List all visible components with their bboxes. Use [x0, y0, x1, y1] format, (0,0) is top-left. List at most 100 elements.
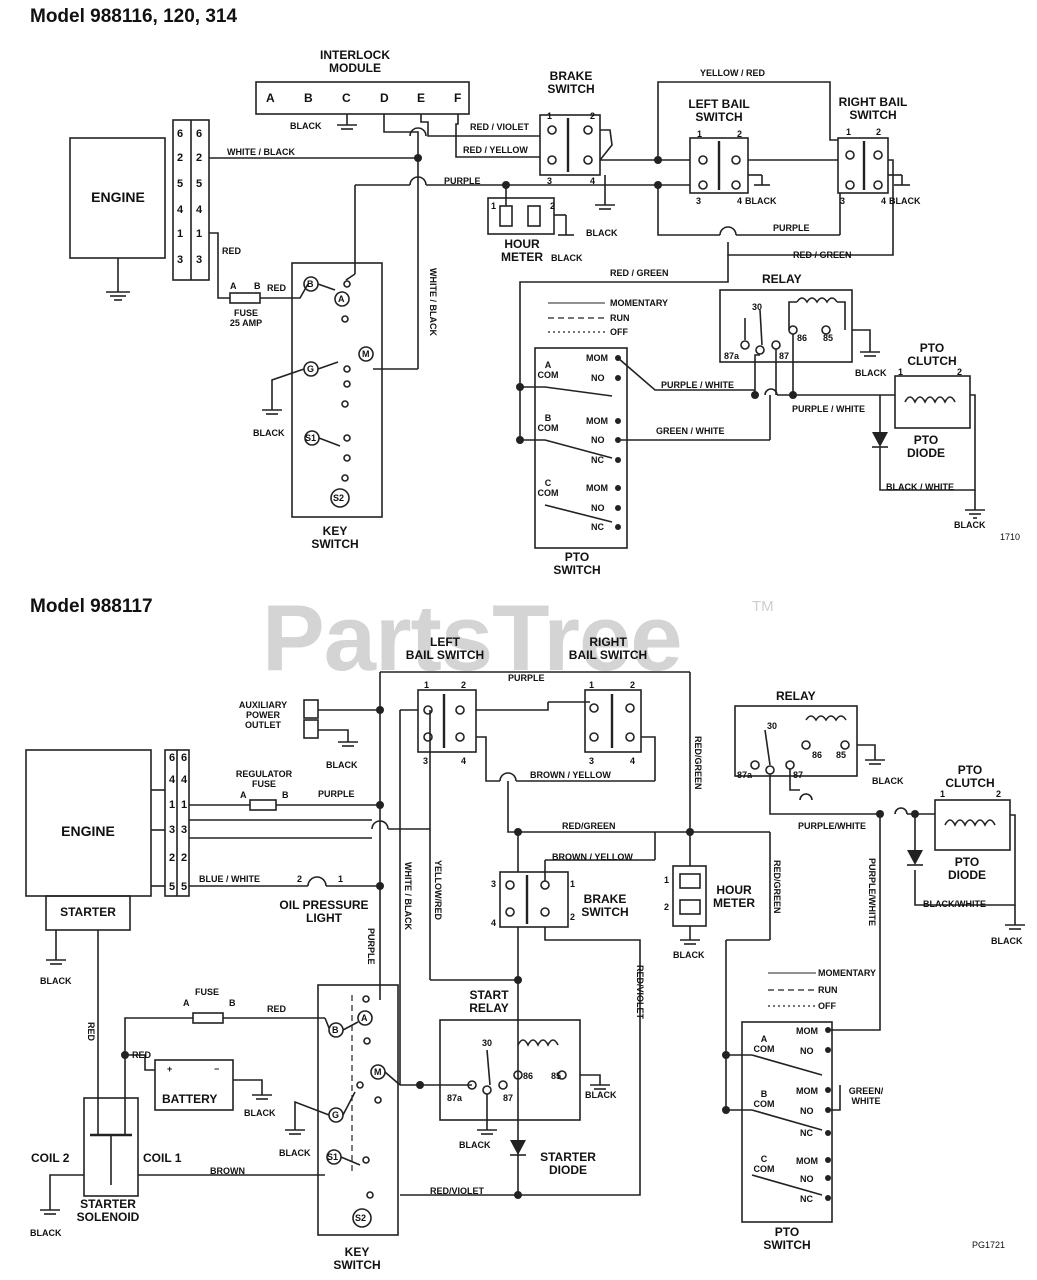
start-relay-label: START RELAY [469, 988, 509, 1015]
interlock-pin-b: B [304, 91, 313, 105]
bottom-conn-pin: 2 [169, 852, 176, 864]
pto-row-c: C COM [753, 1154, 775, 1174]
pin-num: 1 [547, 111, 553, 121]
bottom-conn-pin: 6 [169, 752, 176, 764]
wire-label: RED [222, 246, 242, 256]
relay-pin: 30 [752, 302, 763, 312]
wire-label: BLACK [253, 428, 285, 438]
pin-num: 3 [423, 756, 429, 766]
relay-pin: 86 [812, 750, 823, 760]
pto-no: NO [800, 1174, 814, 1184]
key-term-g: G [307, 364, 315, 374]
pin-num: 2 [737, 129, 743, 139]
interlock-pin-e: E [417, 91, 426, 105]
bottom-brake-switch-label: BRAKE SWITCH [581, 892, 629, 919]
key-term-g: G [332, 1110, 340, 1120]
pin-num: 2 [550, 201, 556, 211]
pin-num: 1 [898, 367, 904, 377]
pin-num: 4 [491, 918, 497, 928]
key-term-s1: S1 [305, 433, 317, 443]
wire-label: PURPLE / WHITE [792, 404, 866, 414]
wire-label: BLACK [551, 253, 583, 263]
wire-label: BROWN [210, 1166, 245, 1176]
bottom-start-relay [439, 1019, 581, 1121]
pin-num: 1 [570, 879, 576, 889]
wire-label: BLACK [30, 1228, 62, 1238]
pin-num: 1 [589, 680, 595, 690]
fuse-b: B [254, 281, 261, 291]
wire-label: RED [267, 1004, 287, 1014]
wire-label: PURPLE/WHITE [798, 821, 867, 831]
bottom-conn-pin: 4 [169, 774, 176, 786]
pin-num: 1 [491, 201, 497, 211]
wire-label-vertical: RED [86, 1022, 96, 1042]
wire-label: RED [267, 283, 287, 293]
bottom-starter-box [45, 895, 131, 931]
trademark-symbol: TM [752, 598, 774, 615]
pin-num: 2 [876, 127, 882, 137]
wire-label-vertical: PURPLE [366, 928, 376, 965]
top-conn-pin: 5 [196, 178, 203, 190]
fuse-a: A [230, 281, 237, 291]
wire-label: YELLOW / RED [700, 68, 765, 78]
key-term-a: A [338, 294, 345, 304]
pin-num: 2 [590, 111, 596, 121]
interlock-pin-c: C [342, 91, 351, 105]
top-relay-label: RELAY [762, 272, 802, 286]
wire-label-vertical: RED/VIOLET [635, 965, 645, 1020]
top-model-title: Model 988116, 120, 314 [30, 6, 238, 27]
bottom-left-bail-label: LEFT BAIL SWITCH [405, 635, 485, 662]
bottom-pto-clutch [934, 799, 1011, 851]
wire-label: BLACK [326, 760, 358, 770]
wire-label: BLACK [244, 1108, 276, 1118]
interlock-pin-a: A [266, 91, 275, 105]
bottom-hour-meter-label: HOUR METER [713, 883, 755, 910]
top-hour-meter-label: HOUR METER [501, 237, 543, 264]
pto-mom: MOM [796, 1026, 818, 1036]
interlock-module-label: INTERLOCK MODULE [320, 48, 390, 75]
bottom-schematic [25, 671, 1025, 1236]
pto-mom: MOM [796, 1086, 818, 1096]
pto-no: NO [591, 435, 605, 445]
wire-label: BLACK [954, 520, 986, 530]
bottom-relay [734, 705, 858, 777]
wire-label: BLACK [585, 1090, 617, 1100]
key-term-m: M [374, 1067, 382, 1077]
pin-num: 2 [630, 680, 636, 690]
bottom-right-bail-label: RIGHT BAIL SWITCH [568, 635, 648, 662]
top-hour-meter [487, 197, 555, 235]
wire-label: RED / GREEN [610, 268, 669, 278]
top-diagram-code: 1710 [1000, 532, 1021, 542]
fuse-a: A [240, 790, 247, 800]
legend-run: RUN [610, 313, 630, 323]
pto-row-b: B COM [537, 413, 559, 433]
pto-row-a: A COM [753, 1034, 775, 1054]
top-brake-switch [539, 114, 601, 176]
wire-label: PURPLE [773, 223, 810, 233]
pin-num: 3 [696, 196, 702, 206]
pin-num: 2 [570, 912, 576, 922]
pin-num: 2 [461, 680, 467, 690]
legend-off: OFF [818, 1001, 836, 1011]
wire-label: RED [132, 1050, 152, 1060]
wire-label: BLACK [991, 936, 1023, 946]
wire-label: GREEN / WHITE [656, 426, 725, 436]
bottom-conn-pin: 1 [169, 799, 176, 811]
starter-solenoid [83, 1097, 139, 1197]
wire-label: BLUE / WHITE [199, 874, 260, 884]
key-term-a: A [361, 1013, 368, 1023]
top-brake-switch-label: BRAKE SWITCH [547, 69, 595, 96]
pin-num: 1 [697, 129, 703, 139]
interlock-pin-f: F [454, 91, 462, 105]
pto-nc: NC [800, 1194, 813, 1204]
aux-outlet-label: AUXILIARY POWER OUTLET [238, 700, 288, 730]
top-right-bail-label: RIGHT BAIL SWITCH [838, 95, 908, 122]
wire-label: PURPLE [444, 176, 481, 186]
bottom-diagram-code: PG1721 [972, 1240, 1006, 1250]
pin-num: 2 [297, 874, 303, 884]
pin-num: 2 [996, 789, 1002, 799]
relay-pin: 86 [523, 1071, 534, 1081]
oil-pressure-light-label: OIL PRESSURE LIGHT [279, 898, 369, 925]
